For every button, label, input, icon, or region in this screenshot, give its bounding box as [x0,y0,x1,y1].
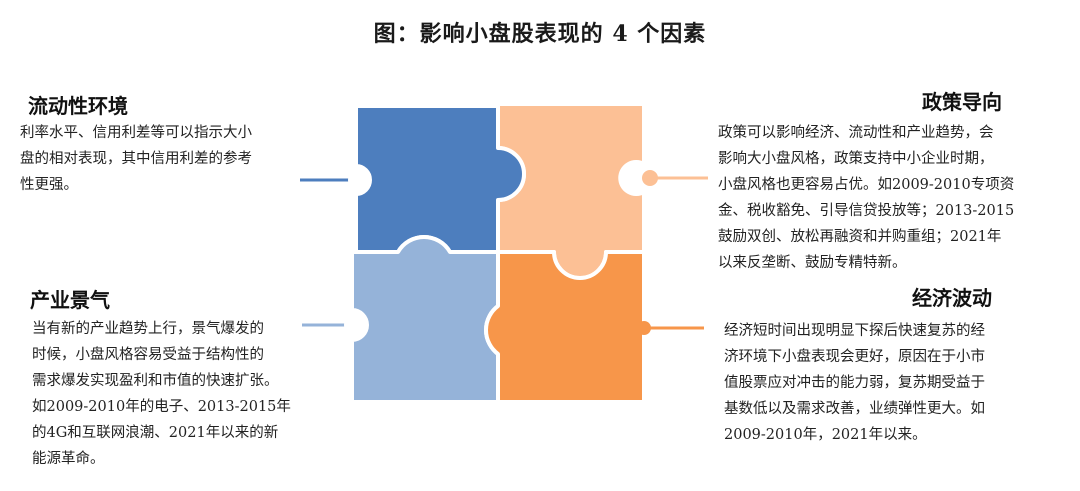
text-industry: 当有新的产业趋势上行，景气爆发的 时候，小盘风格容易受益于结构性的 需求爆发实现… [32,316,291,472]
heading-policy: 政策导向 [922,90,1002,114]
connector-dot-liquidity [348,172,364,188]
text-policy: 政策可以影响经济、流动性和产业趋势，会 影响大小盘风格，政策支持中小企业时期， … [718,120,1014,276]
text-economy: 经济短时间出现明显下探后快速复苏的经 济环境下小盘表现会更好，原因在于小市 值股… [724,318,985,448]
connector-dot-policy [642,170,658,186]
text-line: 利率水平、信用利差等可以指示大小 [20,125,252,141]
text-line: 如2009-2010年的电子、2013-2015年 [32,399,291,415]
text-line: 济环境下小盘表现会更好，原因在于小市 [724,349,985,365]
heading-liquidity: 流动性环境 [28,94,128,118]
text-line: 经济短时间出现明显下探后快速复苏的经 [724,323,985,339]
connector-dot-economy [637,321,651,335]
text-line: 金、税收豁免、引导信贷投放等；2013-2015 [718,203,1015,219]
text-line: 鼓励双创、放松再融资和并购重组；2021年 [718,229,1002,245]
text-line: 能源革命。 [32,451,105,467]
text-line: 以来反垄断、鼓励专精特新。 [718,255,907,271]
text-line: 2009-2010年，2021年以来。 [724,427,927,443]
heading-industry: 产业景气 [30,288,110,312]
puzzle-piece-liquidity [354,104,526,254]
text-line: 的4G和互联网浪潮、2021年以来的新 [32,425,279,441]
text-line: 影响大小盘风格，政策支持中小企业时期， [718,151,994,167]
text-liquidity: 利率水平、信用利差等可以指示大小 盘的相对表现，其中信用利差的参考 性更强。 [20,120,252,198]
text-line: 性更强。 [20,177,78,193]
puzzle-piece-economy [484,250,646,404]
text-line: 小盘风格也更容易占优。如2009-2010专项资 [718,177,1015,193]
connector-dot-industry [344,317,360,333]
text-line: 盘的相对表现，其中信用利差的参考 [20,151,252,167]
heading-economy: 经济波动 [912,286,992,310]
text-line: 基数低以及需求改善，业绩弹性更大。如 [724,401,985,417]
text-line: 时候，小盘风格容易受益于结构性的 [32,347,264,363]
page-title: 图：影响小盘股表现的 4 个因素 [373,21,707,47]
text-line: 需求爆发实现盈利和市值的快速扩张。 [32,373,279,389]
text-line: 值股票应对冲击的能力弱，复苏期受益于 [724,375,985,391]
puzzle-piece-industry [350,234,500,404]
text-line: 当有新的产业趋势上行，景气爆发的 [32,321,264,337]
text-line: 政策可以影响经济、流动性和产业趋势，会 [718,125,994,141]
